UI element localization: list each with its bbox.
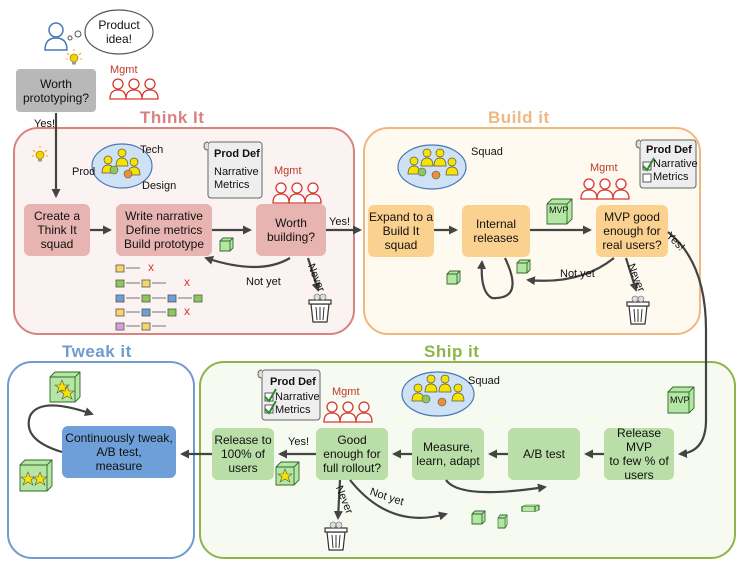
- worth-building-label: Worth building?: [266, 216, 316, 244]
- think-prod-def-items: Narrative Metrics: [214, 166, 259, 191]
- mvp-good-label: MVP good enough for real users?: [602, 210, 662, 252]
- internal-releases-label: Internal releases: [473, 217, 519, 245]
- think-yes-label: Yes!: [329, 216, 351, 228]
- team-prod-label: Prod: [72, 166, 96, 178]
- internal-releases-box: [462, 205, 530, 257]
- think-prod-def-document-scroll-icon: [203, 141, 263, 199]
- measure-learn-label: Measure, learn, adapt: [416, 440, 480, 468]
- star-cube-icon: [275, 461, 300, 486]
- write-narrative-box: [116, 204, 212, 256]
- build-prod-def-title: Prod Def: [646, 144, 692, 156]
- build-squad-label: Squad: [471, 146, 503, 158]
- build-mgmt-group: [580, 178, 630, 200]
- yes-label-top: Yes!: [34, 118, 56, 130]
- good-enough-label: Good enough for full rollout?: [322, 433, 382, 475]
- mvp-cube-icon: [546, 198, 573, 225]
- mgmt-label-top: Mgmt: [110, 64, 138, 76]
- thought-bubble-icon: [67, 9, 154, 55]
- ship-mvp-cube-label: MVP: [670, 395, 690, 405]
- ab-test-box: [508, 428, 580, 480]
- prototype-experiments-grid: [115, 264, 203, 331]
- ship-team-circle-icon: [401, 371, 475, 417]
- think-mgmt-label: Mgmt: [274, 165, 302, 177]
- ship-prod-def-title: Prod Def: [270, 376, 316, 388]
- write-narrative-label: Write narrative Define metrics Build pro…: [123, 209, 205, 251]
- metrics-checkbox-icon: [642, 173, 652, 183]
- build-metrics-label: Metrics: [653, 171, 689, 183]
- continuous-tweak-label: Continuously tweak, A/B test, measure: [65, 431, 173, 473]
- worth-prototyping-label: Worth prototyping?: [22, 76, 90, 105]
- worth-building-box: [256, 204, 326, 256]
- ship-yes-label: Yes!: [288, 436, 310, 448]
- measure-learn-box: [412, 428, 484, 480]
- build-team-circle-icon: [397, 144, 467, 190]
- ship-it-title: Ship it: [424, 342, 480, 361]
- team-design-label: Design: [142, 180, 177, 192]
- release-100-box: [212, 428, 274, 480]
- build-cube-icon: [446, 270, 461, 285]
- tweak-it-title: Tweak it: [62, 342, 132, 361]
- ship-cube-icon: [497, 514, 508, 529]
- fail-mark: x: [184, 275, 190, 289]
- ship-mgmt-label: Mgmt: [332, 386, 360, 398]
- release-mvp-box: [604, 428, 674, 480]
- fail-mark: x: [148, 260, 154, 274]
- ship-cube-icon: [471, 510, 486, 525]
- flow-arrows: [27, 113, 708, 521]
- build-it-title: Build it: [488, 108, 550, 127]
- build-cube-icon: [516, 259, 531, 274]
- ship-narrative-label: Narrative: [275, 391, 320, 403]
- good-enough-rollout-box: [316, 428, 388, 480]
- think-prod-def-title: Prod Def: [214, 148, 260, 160]
- team-tech-label: Tech: [140, 144, 164, 156]
- create-squad-label: Create a Think It squad: [33, 209, 81, 251]
- think-team-circle-icon: [91, 143, 153, 189]
- ship-metrics-label: Metrics: [275, 404, 311, 416]
- build-not-yet-label: Not yet: [560, 268, 595, 280]
- create-squad-box: [24, 204, 90, 256]
- mgmt-group-top: [109, 78, 159, 100]
- prototype-cube-icon: [219, 237, 234, 252]
- build-mvp-cube-label: MVP: [549, 205, 569, 215]
- think-mgmt-group: [272, 182, 322, 204]
- expand-squad-label: Expand to a Build It squad: [368, 210, 434, 252]
- ship-squad-label: Squad: [468, 375, 500, 387]
- mvp-good-enough-box: [596, 205, 668, 257]
- ship-prod-def-document-scroll-icon: [257, 369, 321, 421]
- ab-test-label: A/B test: [522, 447, 566, 461]
- build-narrative-label: Narrative: [653, 158, 698, 170]
- ship-cube-icon: [521, 504, 540, 513]
- star-cube-icon: [19, 459, 53, 492]
- build-prod-def-document-scroll-icon: [635, 139, 697, 189]
- fail-mark: x: [184, 304, 190, 318]
- product-owner-person-icon: [44, 22, 68, 51]
- release-mvp-label: Release MVP to few % of users: [609, 426, 669, 482]
- think-it-title: Think It: [140, 108, 205, 127]
- star-cube-icon: [49, 371, 81, 403]
- release-100-label: Release to 100% of users: [214, 433, 272, 475]
- continuous-tweak-box: [62, 426, 176, 478]
- ship-mgmt-group: [323, 401, 373, 423]
- expand-squad-box: [368, 205, 434, 257]
- worth-prototyping-box: [16, 69, 96, 112]
- build-mgmt-label: Mgmt: [590, 162, 618, 174]
- lightbulb-icon: [65, 48, 83, 65]
- mvp-cube-icon: [667, 386, 695, 414]
- think-not-yet-label: Not yet: [246, 276, 281, 288]
- product-idea-text: Product idea!: [98, 18, 140, 46]
